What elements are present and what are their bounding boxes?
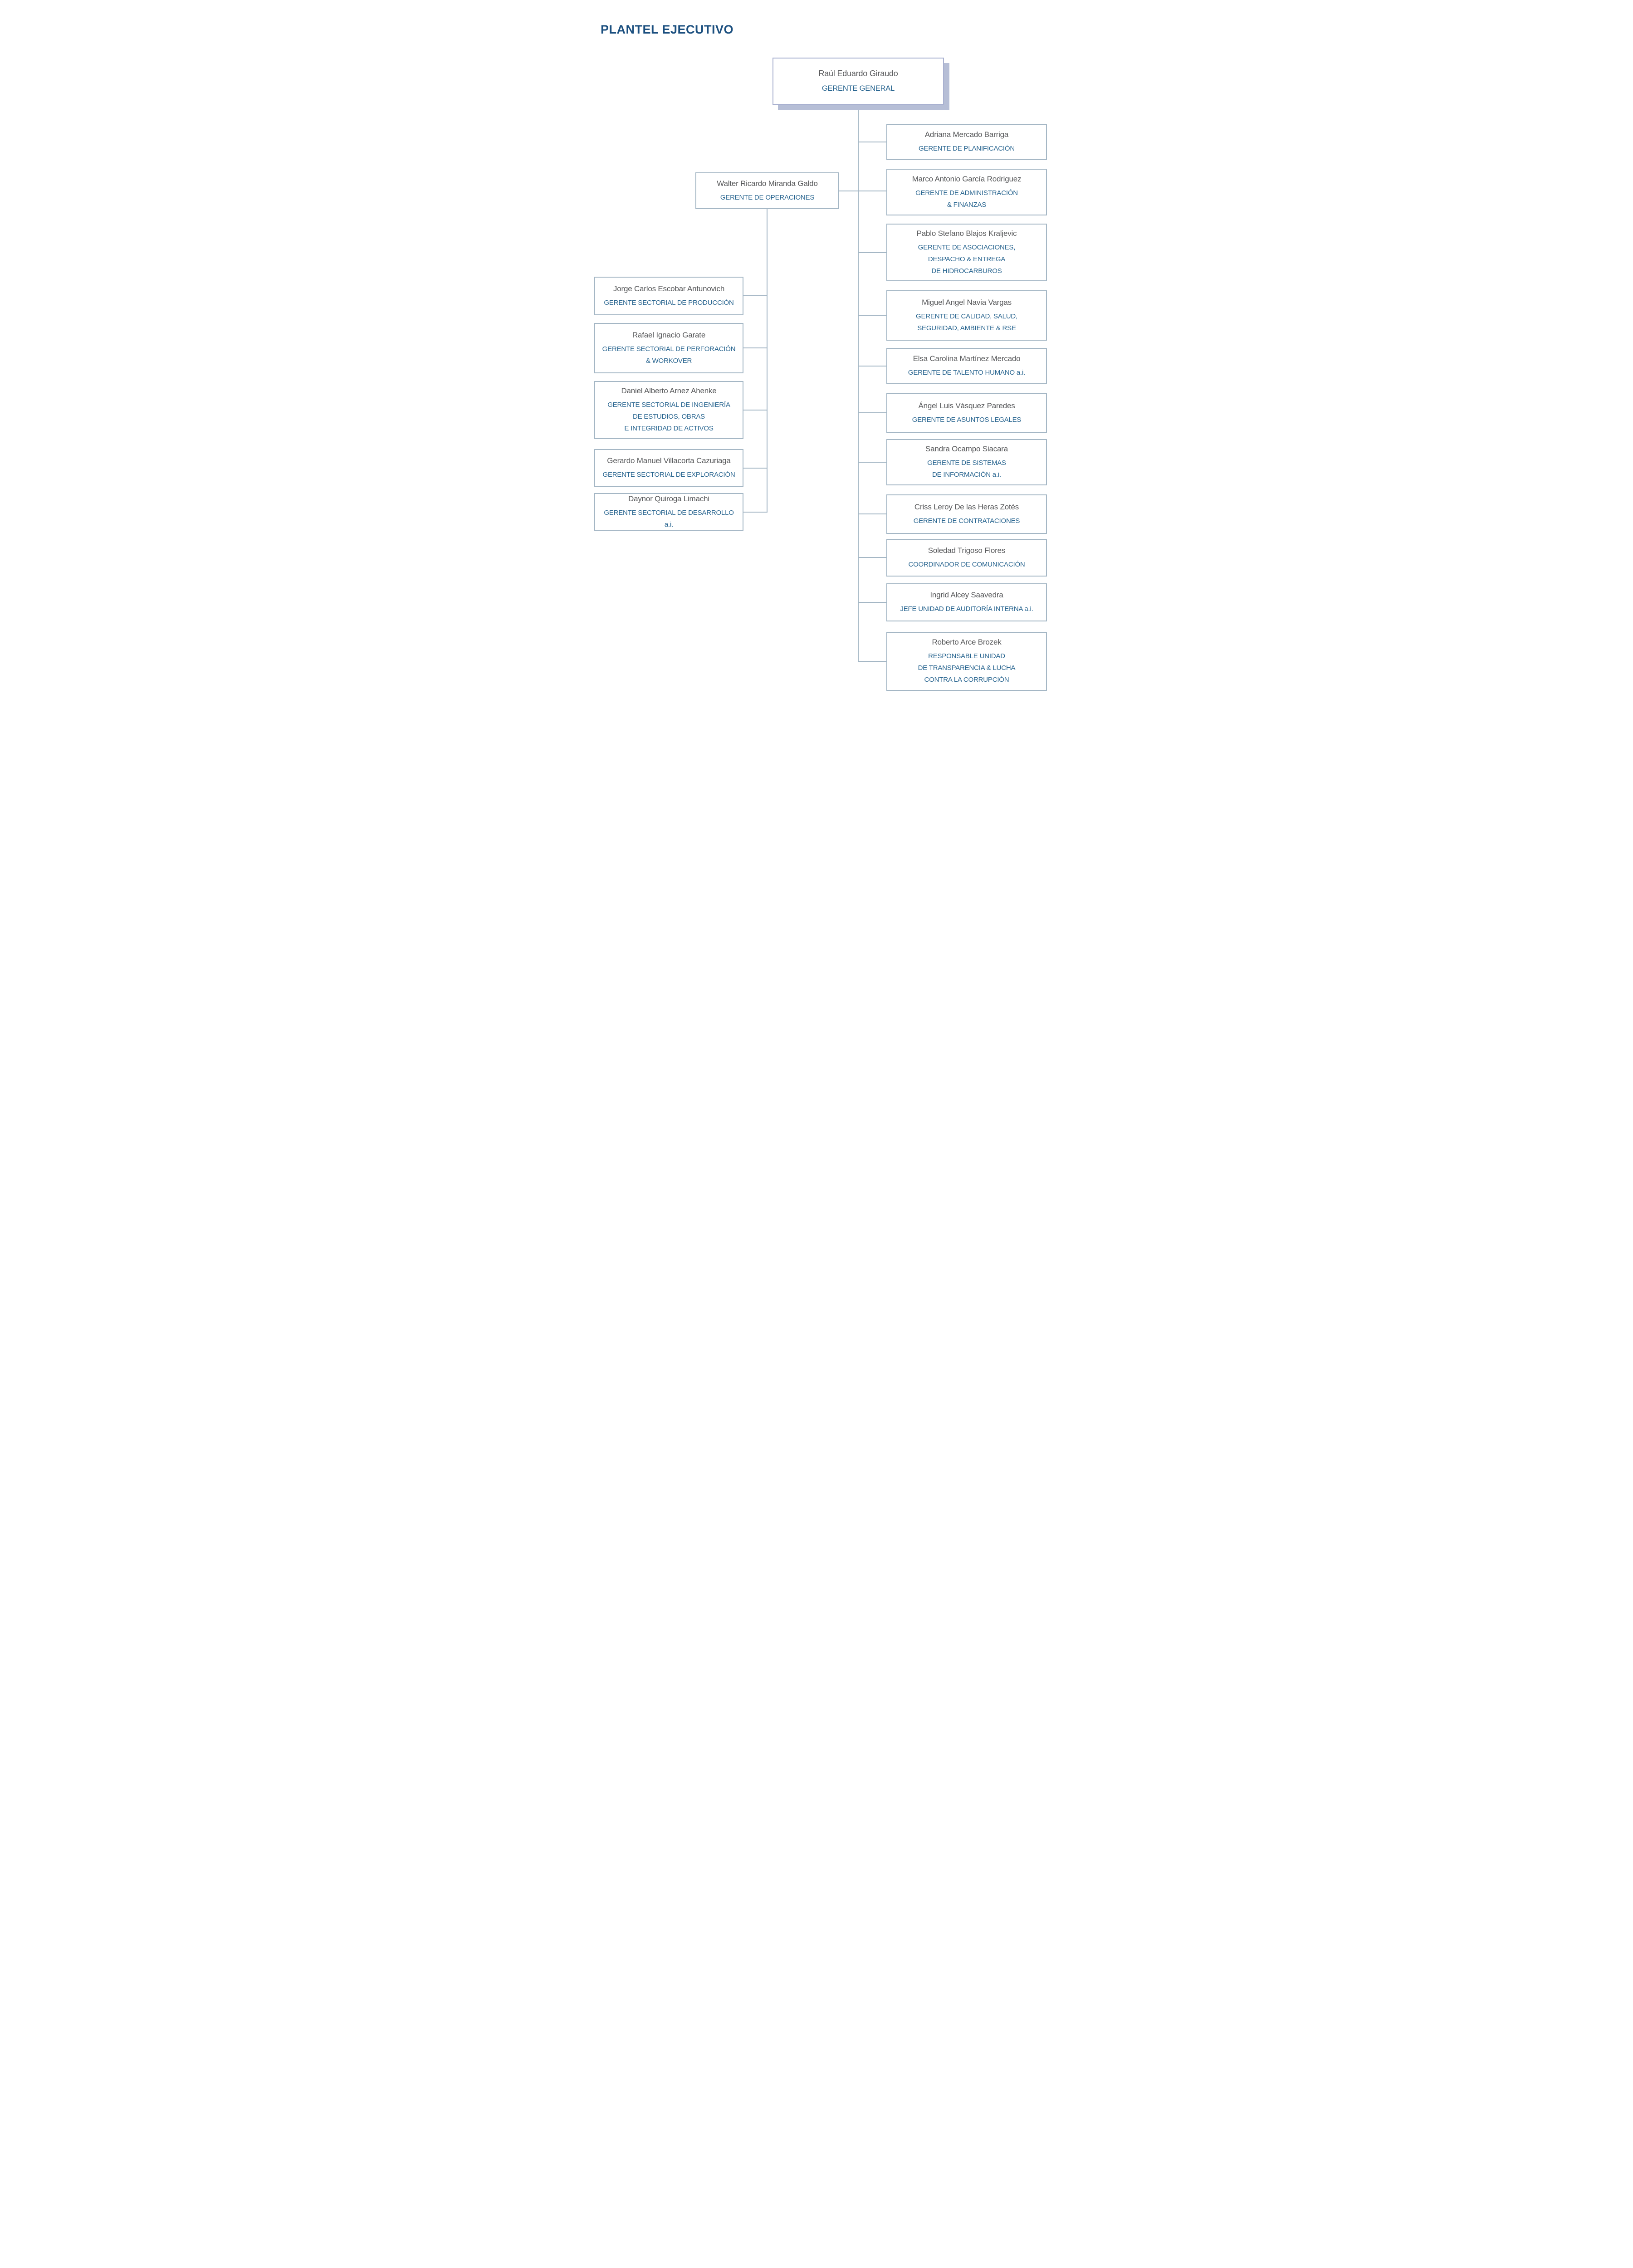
connector-line (858, 252, 886, 253)
connector-line (858, 412, 886, 413)
connector-line (743, 347, 768, 348)
connector-line (858, 462, 886, 463)
connector-line (858, 513, 886, 514)
connector-line (858, 110, 859, 662)
person-role: GERENTE SECTORIAL DE INGENIERÍA DE ESTUD… (607, 401, 730, 432)
person-name: Walter Ricardo Miranda Galdo (717, 179, 818, 188)
connector-line (743, 410, 768, 411)
person-role: RESPONSABLE UNIDAD DE TRANSPARENCIA & LU… (918, 652, 1016, 684)
person-role: GERENTE DE CALIDAD, SALUD, SEGURIDAD, AM… (915, 312, 1018, 332)
person-name: Daniel Alberto Arnez Ahenke (621, 386, 717, 395)
person-name: Ingrid Alcey Saavedra (930, 591, 1003, 599)
connector-line (743, 468, 768, 469)
person-role: GERENTE SECTORIAL DE DESARROLLO a.i. (604, 508, 734, 528)
person-role: GERENTE DE CONTRATACIONES (913, 517, 1020, 525)
connector-line (767, 209, 768, 513)
person-role: GERENTE DE SISTEMAS DE INFORMACIÓN a.i. (927, 459, 1006, 479)
connector-line (858, 602, 886, 603)
person-role: GERENTE SECTORIAL DE PERFORACIÓN & WORKO… (602, 345, 736, 365)
person-role: GERENTE SECTORIAL DE PRODUCCIÓN (604, 298, 734, 307)
person-name: Pablo Stefano Blajos Kraljevic (916, 229, 1017, 238)
person-name: Adriana Mercado Barriga (924, 130, 1009, 139)
connector-line (858, 661, 886, 662)
connector-line (743, 295, 768, 296)
person-name: Daynor Quiroga Limachi (628, 494, 709, 503)
person-name: Ángel Luis Vásquez Paredes (918, 401, 1015, 410)
person-role: GERENTE DE OPERACIONES (720, 193, 815, 201)
person-role: GERENTE DE PLANIFICACIÓN (919, 145, 1015, 152)
person-name: Sandra Ocampo Siacara (925, 445, 1008, 453)
person-role: GERENTE GENERAL (821, 84, 895, 93)
person-name: Jorge Carlos Escobar Antunovich (613, 284, 725, 293)
person-name: Raúl Eduardo Giraudo (818, 68, 898, 78)
person-role: GERENTE DE ASOCIACIONES, DESPACHO & ENTR… (918, 243, 1016, 275)
person-name: Soledad Trigoso Flores (928, 546, 1006, 555)
person-name: Elsa Carolina Martínez Mercado (913, 354, 1021, 363)
connector-line (858, 315, 886, 316)
person-role: GERENTE DE ADMINISTRACIÓN & FINANZAS (915, 189, 1018, 209)
connector-line (858, 557, 886, 558)
person-name: Rafael Ignacio Garate (632, 330, 706, 339)
connector-line (858, 366, 886, 367)
person-name: Marco Antonio García Rodriguez (912, 174, 1022, 183)
person-role: GERENTE DE TALENTO HUMANO a.i. (908, 369, 1026, 376)
person-role: COORDINADOR DE COMUNICACIÓN (908, 560, 1025, 568)
connector-line (743, 512, 768, 513)
person-name: Gerardo Manuel Villacorta Cazuriaga (607, 456, 731, 465)
page-title: PLANTEL EJECUTIVO (601, 23, 734, 36)
person-role: GERENTE SECTORIAL DE EXPLORACIÓN (602, 471, 735, 479)
person-name: Roberto Arce Brozek (932, 638, 1002, 646)
person-name: Criss Leroy De las Heras Zotés (914, 502, 1019, 511)
person-name: Miguel Angel Navia Vargas (922, 298, 1012, 307)
person-role: JEFE UNIDAD DE AUDITORÍA INTERNA a.i. (900, 605, 1033, 613)
person-role: GERENTE DE ASUNTOS LEGALES (912, 415, 1022, 424)
